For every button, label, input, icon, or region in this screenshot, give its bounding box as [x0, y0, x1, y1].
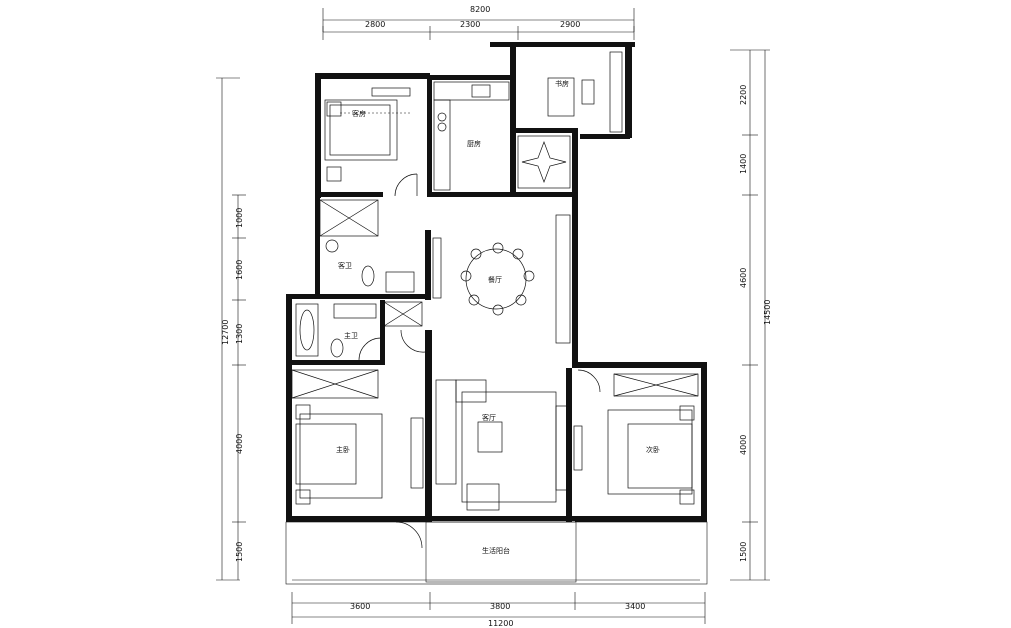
- dim-bottom-seg-3: 3400: [625, 602, 645, 611]
- right-dimensions: 2200 1400 4600 4000 1500 14500: [730, 49, 772, 581]
- dim-right-seg-2: 1400: [739, 154, 748, 174]
- dim-bottom-total: 11200: [488, 619, 513, 628]
- dim-right-seg-5: 1500: [739, 542, 748, 562]
- walls: [285, 42, 708, 585]
- dim-top-total: 8200: [470, 5, 490, 14]
- second-bedroom-furniture: [573, 373, 699, 505]
- study-furniture: [517, 51, 623, 189]
- dim-left-seg-5: 1500: [235, 542, 244, 562]
- label-guest-bedroom: 客房: [352, 109, 366, 118]
- dim-right-total: 14500: [763, 300, 772, 325]
- label-master-bedroom: 主卧: [336, 445, 350, 454]
- dim-left-seg-1: 1000: [235, 208, 244, 228]
- label-balcony: 生活阳台: [482, 546, 510, 555]
- bottom-dimensions: 3600 3800 3400 11200: [291, 592, 706, 628]
- dim-left-seg-3: 1300: [235, 324, 244, 344]
- dim-left-seg-4: 4000: [235, 434, 244, 454]
- dim-left-total: 12700: [221, 320, 230, 345]
- dim-left-seg-2: 1600: [235, 260, 244, 280]
- guest-bath-fixtures: [319, 199, 415, 293]
- room-labels: 客房 厨房 书房 客卫 主卫 餐厅 客厅 主卧 次卧 生活阳台: [336, 79, 660, 555]
- guest-bedroom-furniture: [324, 87, 411, 182]
- dim-right-seg-3: 4600: [739, 268, 748, 288]
- dim-bottom-seg-1: 3600: [350, 602, 370, 611]
- label-study: 书房: [555, 79, 569, 88]
- master-bedroom-furniture: [291, 369, 424, 505]
- label-second-bedroom: 次卧: [646, 445, 660, 454]
- label-kitchen: 厨房: [467, 139, 481, 148]
- kitchen-furniture: [433, 81, 510, 191]
- living-furniture: [435, 379, 571, 511]
- label-guest-bath: 客卫: [338, 261, 352, 270]
- dim-bottom-seg-2: 3800: [490, 602, 510, 611]
- top-dimensions: 8200 2800 2300 2900: [322, 5, 635, 40]
- label-living: 客厅: [482, 413, 496, 422]
- dining-furniture: [432, 214, 571, 344]
- dim-right-seg-1: 2200: [739, 85, 748, 105]
- master-bath-fixtures: [295, 301, 423, 358]
- dim-right-seg-4: 4000: [739, 435, 748, 455]
- dim-top-seg-3: 2900: [560, 20, 580, 29]
- dim-top-seg-1: 2800: [365, 20, 385, 29]
- dim-top-seg-2: 2300: [460, 20, 480, 29]
- label-master-bath: 主卫: [344, 331, 358, 340]
- left-dimensions: 12700 1000 1600 1300 4000 1500: [216, 77, 246, 581]
- doors: [358, 173, 601, 549]
- label-dining: 餐厅: [488, 275, 502, 284]
